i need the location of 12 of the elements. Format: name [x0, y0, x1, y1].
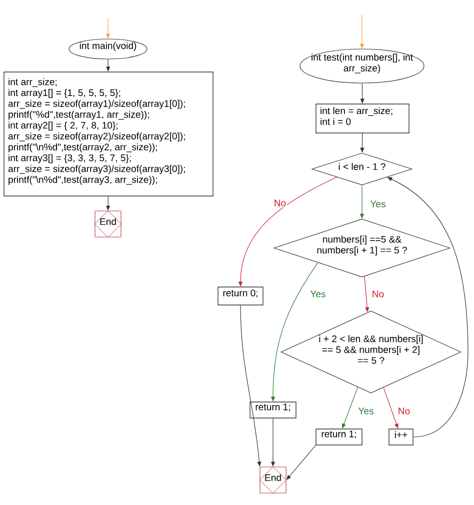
edge-label: Yes: [370, 200, 386, 208]
process-box: i++: [388, 428, 414, 446]
edge-label: No: [372, 290, 384, 298]
process-box: int len = arr_size; int i = 0: [316, 104, 410, 134]
edge-label: No: [274, 200, 286, 206]
edge-label: Yes: [310, 290, 326, 298]
process-box: return 0;: [218, 286, 264, 306]
process-box: return 1;: [250, 402, 296, 418]
edge-label: Yes: [358, 408, 374, 414]
process-box: int arr_size; int array1[] = {1, 5, 5, 5, 5}; arr_size = sizeof(array1)/sizeof(array1[0]); printf("%d",test(array1, arr_size)); int array2[] = { 2, 7, 8, 10}; arr_size = sizeof(array2)/sizeof(array2[0]); printf("\n%d",test(array2, arr_size)); int array3[] = {3, 3, 3, 5, 7, 5}; arr_size = sizeof(array3)/sizeof(array3[0]); printf("\n%d",test(array3, arr_size));: [4, 72, 214, 196]
process-box: return 1;: [316, 428, 362, 446]
edge-label: No: [398, 408, 410, 414]
